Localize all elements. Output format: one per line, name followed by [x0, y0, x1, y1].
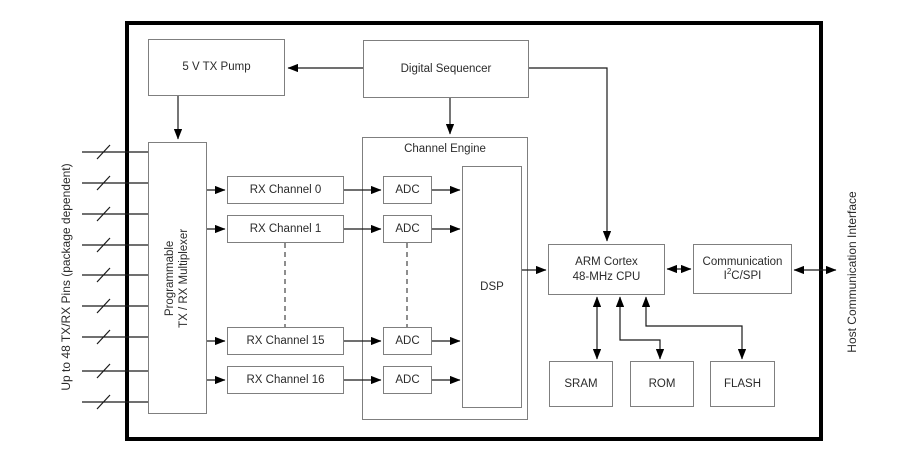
i2c-post: C/SPI: [731, 270, 762, 282]
bus-slash: [96, 329, 111, 345]
rx-channel-1-label: RX Channel 1: [249, 222, 322, 235]
communication-label: Communication I2C/SPI: [703, 255, 783, 284]
adc-16-label: ADC: [395, 373, 420, 386]
cpu-block: ARM Cortex 48-MHz CPU: [548, 244, 665, 295]
digital-sequencer-block: Digital Sequencer: [363, 40, 529, 98]
left-pins-label: Up to 48 TX/RX Pins (package dependent): [59, 163, 73, 391]
dsp-label: DSP: [480, 280, 504, 293]
tx-pump-label: 5 V TX Pump: [182, 61, 251, 74]
adc-1-label: ADC: [395, 222, 420, 235]
mux-label-line2: TX / RX Multiplexer: [178, 228, 191, 328]
rx-channel-16-block: RX Channel 16: [227, 366, 344, 394]
bus-slash: [96, 298, 111, 314]
adc-1-block: ADC: [383, 215, 432, 243]
rx-channel-15-block: RX Channel 15: [227, 327, 344, 355]
tx-rx-multiplexer-block: Programmable TX / RX Multiplexer: [148, 142, 207, 414]
rx-channel-15-label: RX Channel 15: [246, 334, 325, 347]
i2c-pre: I: [723, 270, 727, 282]
rx-channel-0-block: RX Channel 0: [227, 176, 344, 204]
bus-slash: [96, 144, 111, 160]
adc-15-label: ADC: [395, 334, 420, 347]
rx-channel-0-label: RX Channel 0: [249, 183, 322, 196]
dsp-block: DSP: [462, 166, 522, 408]
bus-slash: [96, 394, 111, 410]
digital-sequencer-label: Digital Sequencer: [400, 62, 492, 75]
bus-slash: [96, 237, 111, 253]
adc-0-block: ADC: [383, 176, 432, 204]
bus-slash: [96, 206, 111, 222]
rom-block: ROM: [630, 361, 694, 407]
adc-0-label: ADC: [395, 183, 420, 196]
bus-slash: [96, 363, 111, 379]
sram-label: SRAM: [564, 377, 598, 390]
cpu-label-line2: 48-MHz CPU: [572, 270, 641, 283]
communication-block: Communication I2C/SPI: [693, 244, 792, 294]
communication-label-line1: Communication: [702, 255, 783, 268]
host-interface-label: Host Communication Interface: [845, 191, 859, 353]
adc-15-block: ADC: [383, 327, 432, 355]
flash-block: FLASH: [710, 361, 775, 407]
cpu-label: ARM Cortex 48-MHz CPU: [573, 255, 641, 284]
bus-slash: [96, 175, 111, 191]
rx-channel-16-label: RX Channel 16: [246, 373, 325, 386]
flash-label: FLASH: [723, 377, 762, 390]
rom-label: ROM: [648, 377, 676, 390]
sram-block: SRAM: [549, 361, 613, 407]
channel-engine-label: Channel Engine: [404, 143, 486, 155]
adc-16-block: ADC: [383, 366, 432, 394]
bus-slash: [96, 267, 111, 283]
communication-label-line2: I2C/SPI: [703, 267, 783, 283]
tx-pump-block: 5 V TX Pump: [148, 39, 285, 96]
mux-label-line1: Programmable: [164, 240, 177, 316]
i2c-sup: 2: [726, 267, 732, 277]
tx-rx-multiplexer-label: Programmable TX / RX Multiplexer: [163, 228, 192, 327]
cpu-label-line1: ARM Cortex: [575, 256, 638, 269]
rx-channel-1-block: RX Channel 1: [227, 215, 344, 243]
